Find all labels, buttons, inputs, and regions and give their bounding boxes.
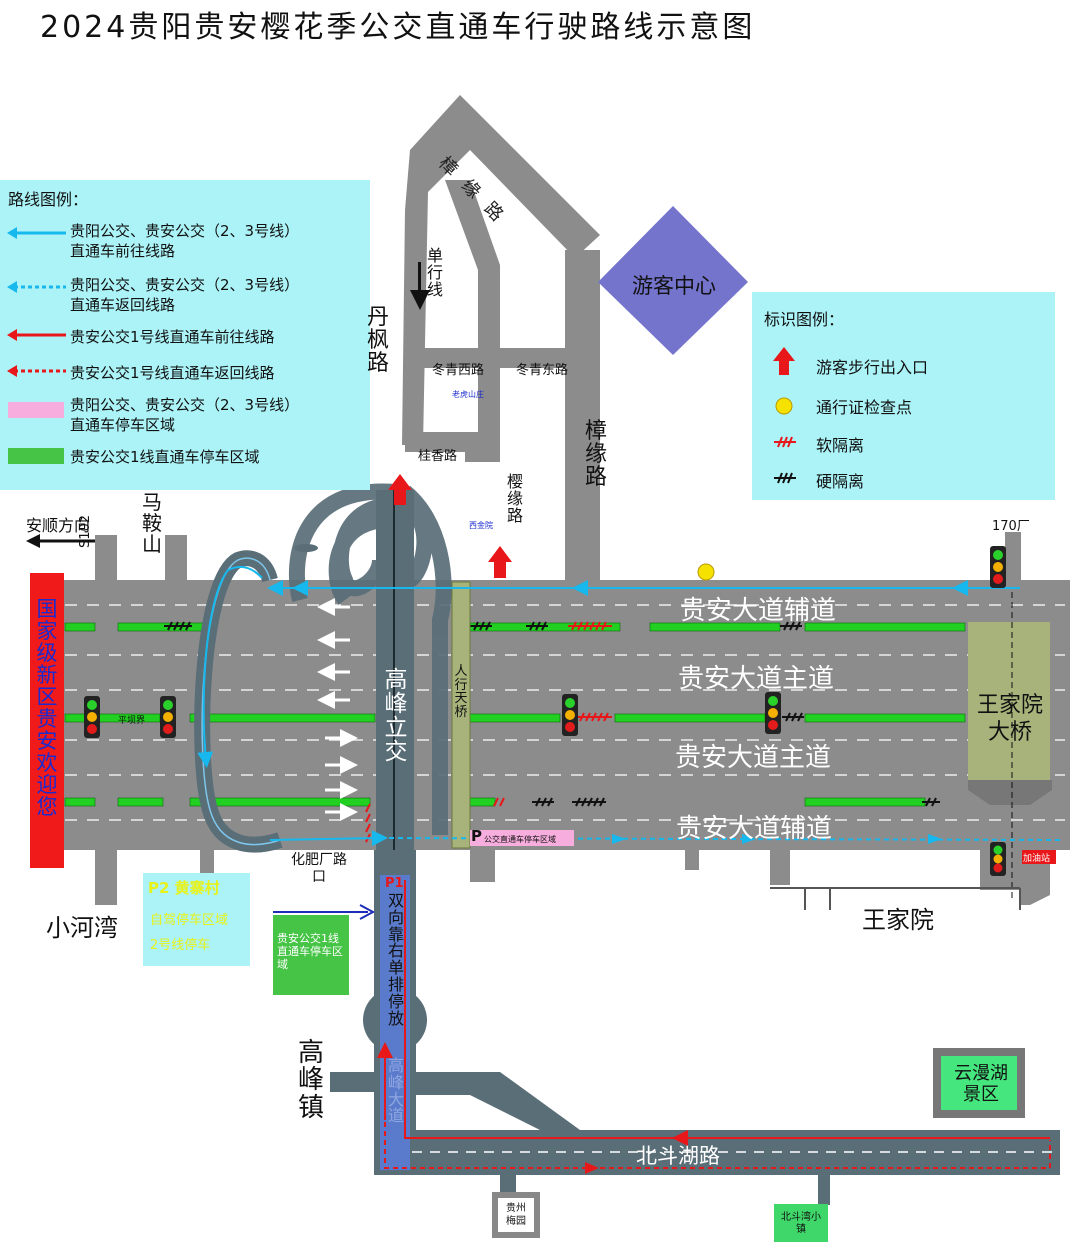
soft-barrier-icon	[774, 436, 796, 448]
p2-line1: 自驾停车区域	[150, 913, 229, 928]
sign-legend-item-3: 软隔离	[816, 436, 865, 455]
blue-route-loop	[197, 565, 263, 768]
one-way-arrow-icon	[418, 262, 421, 294]
route-legend: 路线图例： 贵阳公交、贵安公交（2、3号线） 直通车前往线路 贵阳公交、贵安公交…	[0, 180, 370, 490]
green-box-icon	[8, 448, 64, 464]
pink-box-icon	[8, 402, 64, 418]
route-legend-item-1-line1: 贵阳公交、贵安公交（2、3号线）	[70, 222, 300, 240]
factory-170-label: 170厂	[992, 519, 1030, 534]
wangjiayuan-bridge-label: 王家院大桥	[976, 693, 1043, 745]
aux-road-bottom-label: 贵安大道辅道	[676, 814, 833, 844]
route-legend-heading: 路线图例：	[8, 190, 89, 209]
route-legend-item-4: 贵安公交1号线直通车返回线路	[70, 364, 275, 382]
blue-arrow-to-p1	[273, 904, 376, 920]
red-up-arrow-icon	[773, 347, 795, 375]
red-dotted-arrow-icon	[7, 365, 66, 377]
green-parking-zone	[273, 915, 349, 995]
p1-label: P1	[385, 876, 404, 891]
aux-road-top-label: 贵安大道辅道	[680, 596, 837, 626]
pink-parking-zone	[470, 830, 574, 846]
s102-label: S102	[78, 514, 93, 548]
gaofeng-avenue-faint-label: 高峰大道	[387, 1056, 404, 1126]
p1-text: 双向靠右单排停放	[387, 891, 404, 1028]
traffic-light-icons	[84, 546, 1006, 876]
green-lane-dividers	[64, 622, 966, 807]
gas-station-box	[1022, 850, 1056, 864]
p2-title: P2 黄寨村	[148, 879, 220, 897]
p2-line2: 2号线停车	[150, 938, 211, 953]
welcome-banner-text: 国家级新区贵安欢迎您	[36, 597, 58, 820]
main-road-top-label: 贵安大道主道	[678, 664, 835, 694]
visitor-entrance-icons	[388, 474, 512, 578]
yingyuan-road-label: 樱缘路	[506, 472, 523, 525]
wangjiayuan-label: 王家院	[862, 906, 934, 934]
map-title: 2024贵阳贵安樱花季公交直通车行驶路线示意图	[40, 10, 756, 45]
anshun-direction-arrow	[26, 534, 95, 548]
gas-station-label: 加油站	[1023, 854, 1051, 864]
sign-legend-item-1: 游客步行出入口	[816, 358, 929, 377]
sign-legend-item-4: 硬隔离	[816, 472, 865, 491]
yunmanhu-label: 云漫湖景区	[954, 1063, 1008, 1105]
huafei-junction-label: 化肥厂路口	[291, 852, 347, 885]
pingba-label: 平坝界	[118, 716, 146, 726]
upper-roads	[402, 95, 600, 585]
dongqing-west-label: 冬青西路	[432, 363, 485, 378]
route-legend-item-3: 贵安公交1号线直通车前往线路	[70, 328, 275, 346]
p2-zone	[143, 873, 250, 966]
beidouwan-box	[774, 1204, 828, 1242]
blue-solid-arrow-icon	[7, 227, 66, 239]
route-legend-item-5-line2: 直通车停车区域	[70, 416, 176, 434]
checkpoint-icon	[697, 563, 715, 581]
footbridge	[451, 581, 471, 849]
route-legend-item-6: 贵安公交1线直通车停车区域	[70, 448, 260, 466]
gaofeng-town-label: 高峰镇	[297, 1038, 324, 1123]
route-legend-item-2-line2: 直通车返回线路	[70, 296, 176, 314]
blue-dotted-arrow-icon	[7, 281, 66, 293]
zhangyuan-road-label: 樟缘路	[584, 419, 607, 491]
hard-barrier-icon	[774, 472, 796, 484]
sign-legend-item-2: 通行证检查点	[816, 398, 913, 417]
danfeng-road-label: 丹枫路	[366, 305, 389, 377]
red-solid-arrow-icon	[7, 329, 66, 341]
one-way-line-label: 单行线	[426, 246, 443, 299]
beidouwan-label: 北斗湾小镇	[781, 1212, 821, 1235]
route-legend-item-2-line1: 贵阳公交、贵安公交（2、3号线）	[70, 276, 300, 294]
sign-legend: 标识图例： 游客步行出入口 通行证检查点 软隔离 硬隔离	[752, 292, 1055, 500]
footbridge-label: 人行天桥	[454, 664, 468, 720]
dongqing-east-label: 冬青东路	[516, 363, 569, 378]
visitor-center-label: 游客中心	[632, 274, 716, 298]
yellow-dot-icon	[775, 397, 793, 415]
guixiang-road-label: 桂香路	[418, 449, 458, 464]
anshun-direction-label: 安顺方向	[26, 516, 91, 535]
xijinyuan-label: 西金院	[469, 521, 493, 530]
welcome-banner	[30, 573, 64, 868]
beidouhu-road-label: 北斗湖路	[636, 1144, 720, 1168]
gaofeng-interchange-label: 高峰立交	[384, 667, 408, 766]
guizhou-meiyuan-label: 贵州梅园	[506, 1203, 526, 1227]
parking-p-text: 公交直通车停车区域	[484, 835, 556, 844]
green-zone-text: 贵安公交1线直通车停车区域	[277, 932, 343, 971]
visitor-center	[598, 206, 748, 355]
parking-p-label: P	[471, 827, 482, 845]
wangjiayuan-bridge	[968, 622, 1050, 780]
maanshan-label: 马鞍山	[142, 490, 162, 556]
xiaohewan-label: 小河湾	[46, 914, 118, 942]
route-legend-item-1-line2: 直通车前往线路	[70, 242, 176, 260]
main-road-bottom-label: 贵安大道主道	[675, 743, 832, 773]
route-legend-item-5-line1: 贵阳公交、贵安公交（2、3号线）	[70, 396, 300, 414]
sign-legend-heading: 标识图例：	[764, 310, 845, 329]
lane-arrows	[317, 598, 358, 821]
laohu-shanzhuang-label: 老虎山庄	[452, 390, 484, 399]
